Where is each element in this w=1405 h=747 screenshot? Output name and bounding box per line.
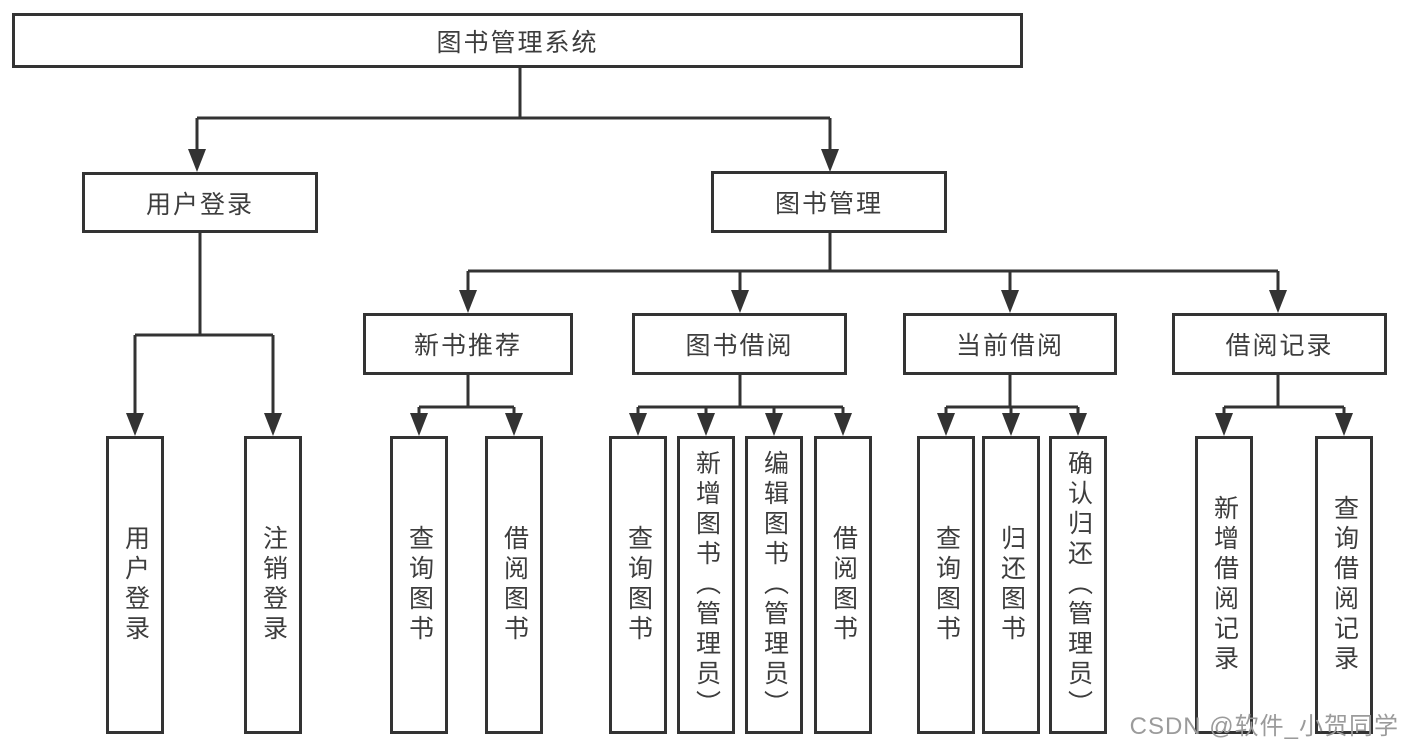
node-label: 新书推荐 — [413, 332, 522, 360]
node-leaf-logout: 注销登录 — [244, 436, 302, 734]
node-leaf-query-books-1: 查询图书 — [390, 436, 448, 734]
node-label: 查询图书 — [932, 525, 961, 645]
arrowhead-icon — [629, 413, 647, 436]
arrowhead-icon — [188, 149, 206, 172]
node-label: 借阅记录 — [1225, 332, 1334, 360]
arrowhead-icon — [126, 413, 144, 436]
arrowhead-icons — [126, 149, 1353, 436]
node-label: 用户登录 — [145, 190, 254, 219]
node-book-borrowing: 图书借阅 — [632, 313, 847, 375]
node-label: 查询图书 — [624, 525, 653, 645]
node-leaf-add-borrow-record: 新增借阅记录 — [1195, 436, 1253, 734]
arrowhead-icon — [1069, 413, 1087, 436]
node-leaf-edit-books-admin: 编辑图书（管理员） — [745, 436, 803, 734]
arrowhead-icon — [410, 413, 428, 436]
node-current-borrowing: 当前借阅 — [903, 313, 1117, 375]
arrowhead-icon — [1215, 413, 1233, 436]
csdn-watermark: CSDN @软件_小贺同学 — [1129, 713, 1399, 740]
node-leaf-confirm-return-admin: 确认归还（管理员） — [1049, 436, 1107, 734]
node-label: 新增图书（管理员） — [692, 450, 721, 720]
node-label: 借阅图书 — [829, 525, 858, 645]
node-label: 新增借阅记录 — [1210, 495, 1239, 675]
connector-path — [133, 68, 1346, 417]
node-label: 查询图书 — [405, 525, 434, 645]
node-label: 借阅图书 — [500, 525, 529, 645]
node-leaf-borrow-books-1: 借阅图书 — [485, 436, 543, 734]
arrowhead-icon — [1001, 290, 1019, 313]
node-label: 注销登录 — [259, 525, 288, 645]
node-label: 图书管理 — [774, 190, 883, 218]
arrowhead-icon — [731, 290, 749, 313]
node-leaf-borrow-books-2: 借阅图书 — [814, 436, 872, 734]
node-label: 当前借阅 — [955, 332, 1064, 360]
node-leaf-query-borrow-record: 查询借阅记录 — [1315, 436, 1373, 734]
arrowhead-icon — [264, 413, 282, 436]
node-label: 查询借阅记录 — [1330, 495, 1359, 675]
node-book-management-module: 图书管理 — [711, 171, 947, 233]
node-label: 归还图书 — [997, 525, 1026, 645]
arrowhead-icon — [459, 290, 477, 313]
node-leaf-return-books: 归还图书 — [982, 436, 1040, 734]
arrowhead-icon — [937, 413, 955, 436]
arrowhead-icon — [1002, 413, 1020, 436]
node-leaf-user-login: 用户登录 — [106, 436, 164, 734]
arrowhead-icon — [1335, 413, 1353, 436]
node-leaf-query-books-3: 查询图书 — [917, 436, 975, 734]
node-label: 确认归还（管理员） — [1064, 450, 1093, 720]
node-label: 编辑图书（管理员） — [760, 450, 789, 720]
arrowhead-icon — [765, 413, 783, 436]
arrowhead-icon — [505, 413, 523, 436]
node-label: 用户登录 — [121, 525, 150, 645]
arrowhead-icon — [821, 149, 839, 172]
node-user-login-module: 用户登录 — [82, 172, 318, 233]
node-borrowing-records: 借阅记录 — [1172, 313, 1387, 375]
node-leaf-query-books-2: 查询图书 — [609, 436, 667, 734]
node-label: 图书借阅 — [685, 332, 794, 360]
arrowhead-icon — [834, 413, 852, 436]
arrowhead-icon — [697, 413, 715, 436]
node-label: 图书管理系统 — [436, 28, 599, 57]
node-new-book-recommend: 新书推荐 — [363, 313, 573, 375]
node-root-library-system: 图书管理系统 — [12, 13, 1023, 68]
node-leaf-add-books-admin: 新增图书（管理员） — [677, 436, 735, 734]
arrowhead-icon — [1269, 290, 1287, 313]
